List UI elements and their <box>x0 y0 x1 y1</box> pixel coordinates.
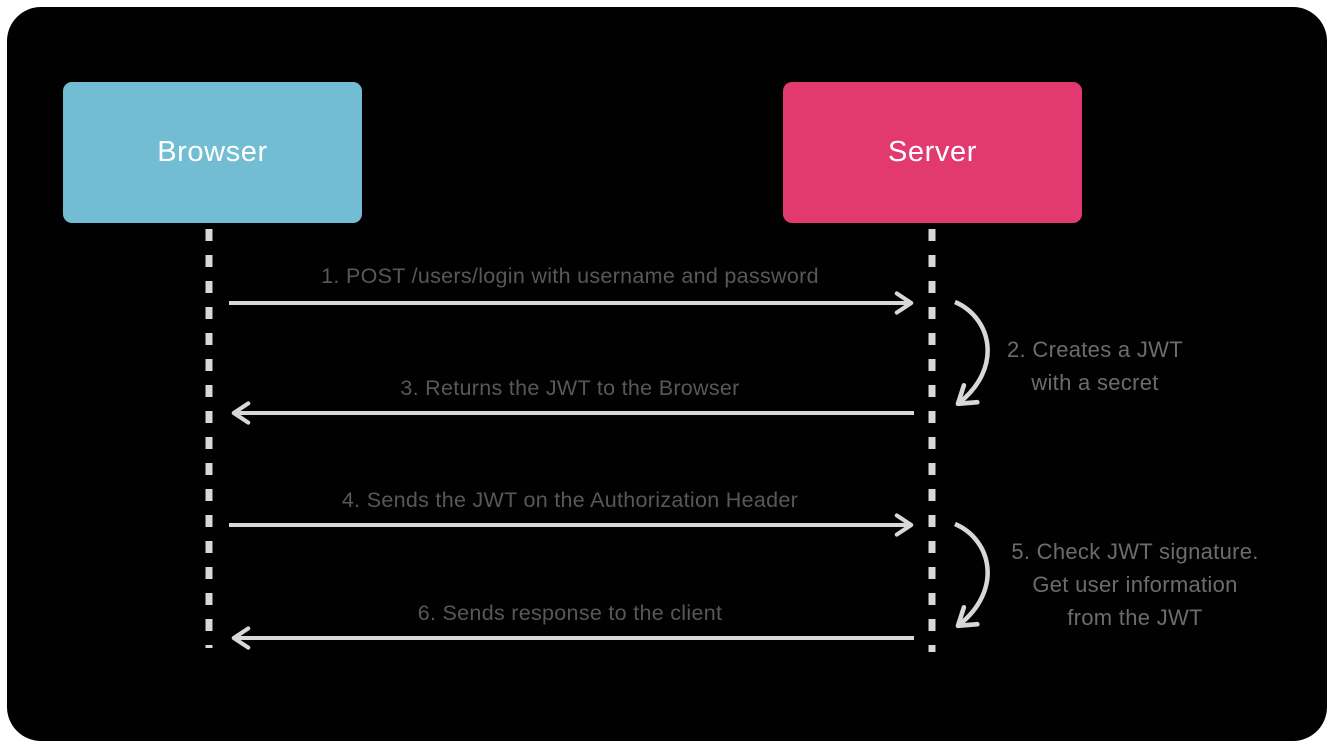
server-note-5-line-2: Get user information <box>1032 572 1238 597</box>
server-note-2: 2. Creates a JWT with a secret <box>955 333 1235 399</box>
server-actor-box: Server <box>783 82 1082 223</box>
browser-actor-box: Browser <box>63 82 362 223</box>
server-note-5: 5. Check JWT signature. Get user informa… <box>965 535 1305 634</box>
server-note-5-line-3: from the JWT <box>1067 605 1203 630</box>
server-self-loop-2 <box>954 299 990 407</box>
message-label-4: 4. Sends the JWT on the Authorization He… <box>341 488 799 512</box>
server-note-2-line-2: with a secret <box>1031 370 1159 395</box>
message-label-6: 6. Sends response to the client <box>417 601 723 625</box>
server-note-2-line-1: 2. Creates a JWT <box>1007 337 1183 362</box>
message-label-3: 3. Returns the JWT to the Browser <box>400 376 740 400</box>
server-self-loop-5 <box>954 521 990 629</box>
browser-actor-label: Browser <box>157 136 268 168</box>
server-note-5-line-1: 5. Check JWT signature. <box>1011 539 1259 564</box>
server-actor-label: Server <box>887 136 977 168</box>
message-label-1: 1. POST /users/login with username and p… <box>321 264 819 288</box>
